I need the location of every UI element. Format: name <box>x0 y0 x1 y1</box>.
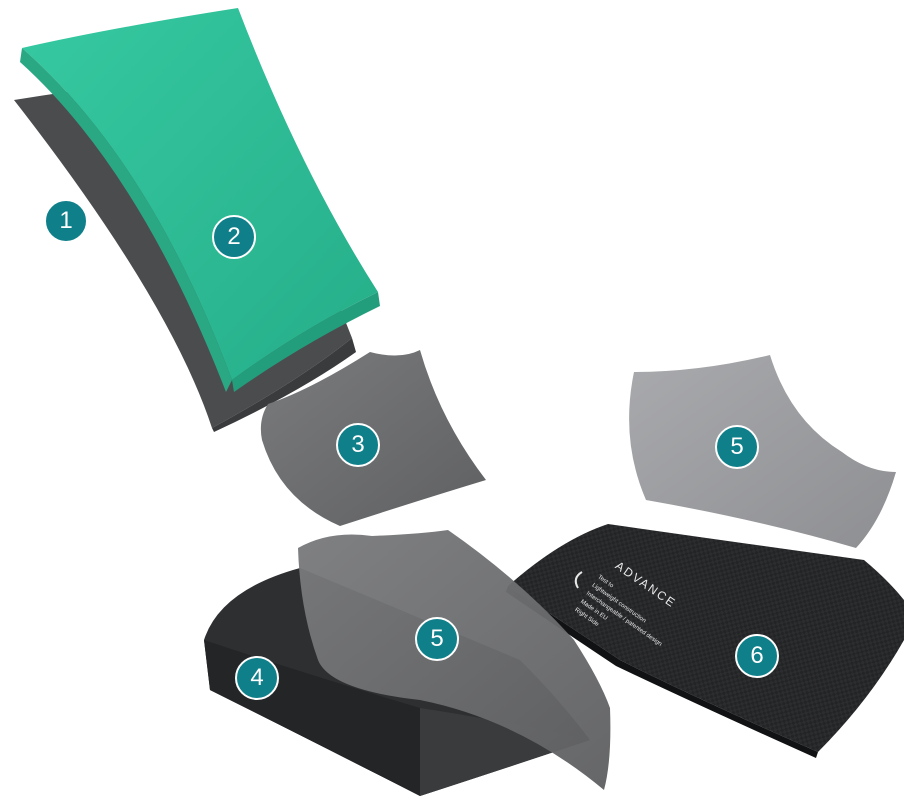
carbon-logo-icon <box>574 571 583 589</box>
carbon-plate: ADVANCE Test to Lightweight construction… <box>506 524 904 758</box>
grey-plate-upper <box>629 355 896 548</box>
part-5-badge: 5 <box>415 617 459 661</box>
part-2-badge: 2 <box>212 215 256 259</box>
grey-plate <box>298 530 611 790</box>
part-3-badge: 3 <box>336 423 380 467</box>
part-4-badge: 4 <box>235 656 279 700</box>
part-5-upper-badge: 5 <box>715 425 759 469</box>
part-6-badge: 6 <box>735 634 779 678</box>
part-1-badge: 1 <box>44 199 88 243</box>
green-foam-pad <box>20 8 380 392</box>
